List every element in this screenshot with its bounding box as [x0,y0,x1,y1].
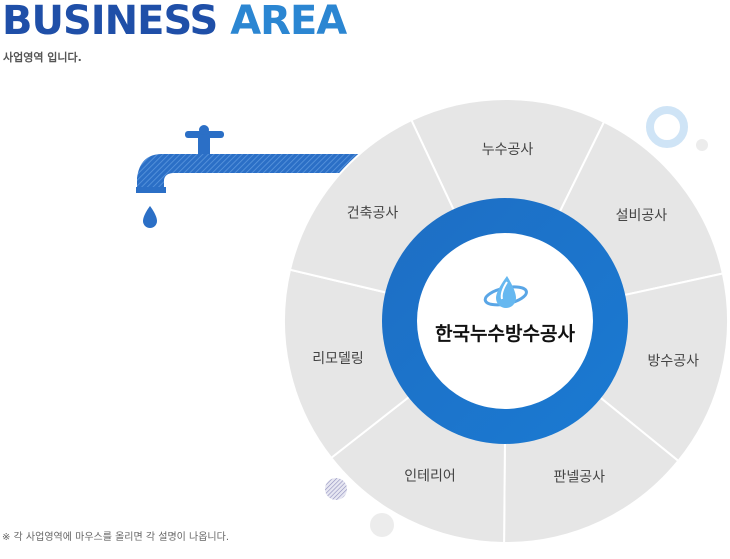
segment-label-panel: 판넬공사 [554,470,606,486]
segment-label-remodel: 리모델링 [312,351,364,367]
page-subtitle: 사업영역 입니다. [3,51,82,64]
faucet-icon [136,125,360,193]
segment-label-leak: 누수공사 [482,142,534,158]
segment-label-waterproof: 방수공사 [648,354,700,370]
segment-label-interior: 인테리어 [404,468,456,484]
hover-hint-note: ※ 각 사업영역에 마우스를 올리면 각 설명이 나옵니다. [2,532,230,543]
segment-label-building: 건축공사 [347,206,399,222]
water-drop-logo-icon [483,276,528,308]
title-word-business: BUSINESS [2,0,218,44]
title-word-area: AREA [230,0,347,44]
center-label: 한국누수방수공사 [435,323,575,345]
water-drop-icon [143,206,157,228]
decorative-bubbles [325,106,708,537]
page-title: BUSINESS AREA [2,0,347,44]
segment-label-facility: 설비공사 [616,208,668,224]
